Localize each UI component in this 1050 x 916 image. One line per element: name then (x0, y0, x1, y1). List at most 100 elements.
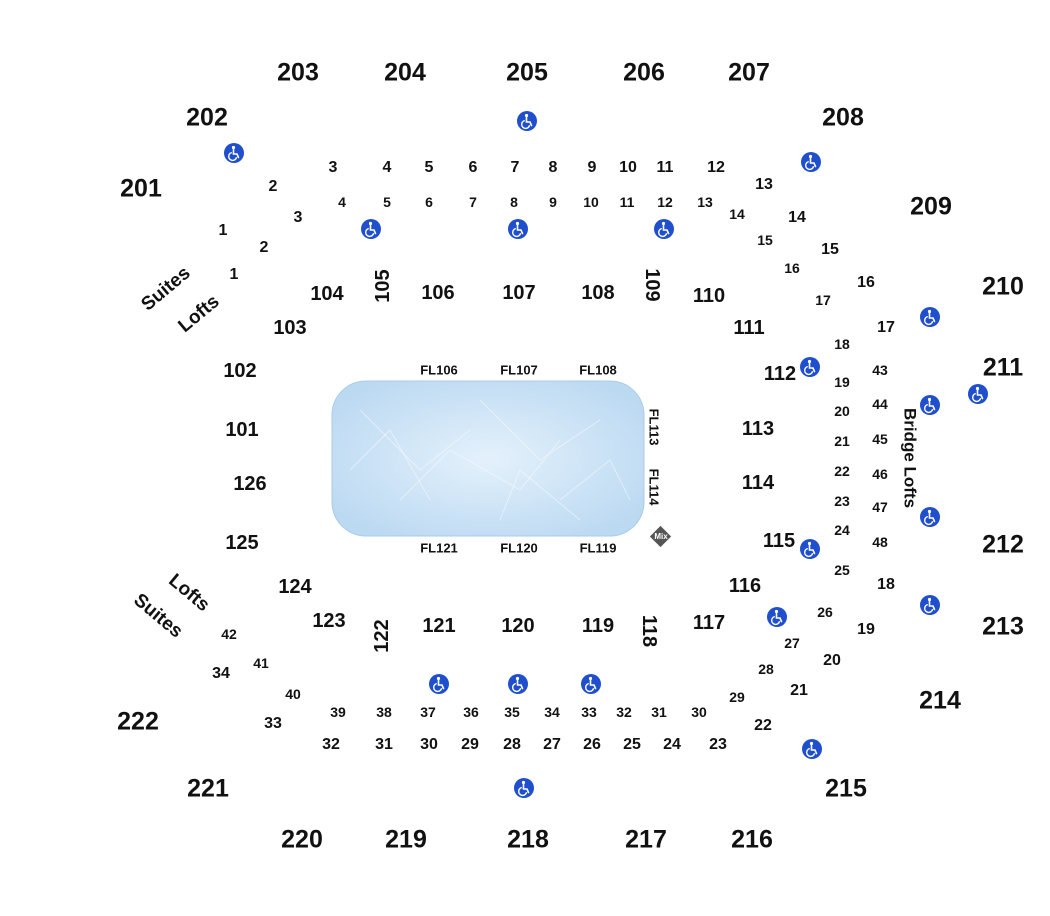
wheelchair-icon[interactable] (361, 219, 381, 239)
loft-5[interactable]: 5 (383, 194, 391, 210)
floor-section-fl108[interactable]: FL108 (579, 362, 617, 378)
suite-3[interactable]: 3 (328, 159, 338, 176)
section-113[interactable]: 113 (741, 418, 775, 440)
section-106[interactable]: 106 (421, 282, 455, 304)
section-211[interactable]: 211 (982, 353, 1024, 382)
loft-6[interactable]: 6 (425, 194, 433, 210)
section-107[interactable]: 107 (502, 282, 536, 304)
loft-27[interactable]: 27 (784, 635, 800, 651)
suite-4[interactable]: 4 (382, 159, 392, 176)
loft-44[interactable]: 44 (872, 396, 888, 412)
wheelchair-icon[interactable] (514, 778, 534, 798)
section-124[interactable]: 124 (278, 576, 312, 598)
loft-2[interactable]: 2 (259, 239, 269, 256)
suite-29[interactable]: 29 (461, 736, 479, 753)
suite-37[interactable]: 37 (420, 704, 436, 720)
suite-2[interactable]: 2 (268, 178, 278, 195)
loft-33[interactable]: 33 (581, 704, 597, 720)
section-110[interactable]: 110 (692, 285, 726, 307)
loft-17[interactable]: 17 (815, 292, 831, 308)
suite-10[interactable]: 10 (619, 159, 637, 176)
suite-38[interactable]: 38 (376, 704, 392, 720)
suite-9[interactable]: 9 (587, 159, 597, 176)
wheelchair-icon[interactable] (508, 219, 528, 239)
loft-21[interactable]: 21 (834, 433, 850, 449)
loft-48[interactable]: 48 (872, 534, 888, 550)
section-219[interactable]: 219 (385, 825, 427, 854)
floor-section-fl120[interactable]: FL120 (500, 540, 538, 556)
section-210[interactable]: 210 (982, 272, 1024, 301)
suite-42[interactable]: 42 (221, 626, 237, 642)
suite-16[interactable]: 16 (857, 274, 875, 291)
loft-45[interactable]: 45 (872, 431, 888, 447)
wheelchair-icon[interactable] (800, 539, 820, 559)
suite-13[interactable]: 13 (755, 176, 773, 193)
section-217[interactable]: 217 (625, 825, 667, 854)
loft-9[interactable]: 9 (549, 194, 557, 210)
section-125[interactable]: 125 (225, 532, 259, 554)
loft-8[interactable]: 8 (510, 194, 518, 210)
section-204[interactable]: 204 (384, 58, 426, 87)
suite-27[interactable]: 27 (543, 736, 561, 753)
section-118[interactable]: 118 (638, 614, 660, 648)
suite-35[interactable]: 35 (504, 704, 520, 720)
section-216[interactable]: 216 (731, 825, 773, 854)
loft-29[interactable]: 29 (729, 689, 745, 705)
loft-46[interactable]: 46 (872, 466, 888, 482)
wheelchair-icon[interactable] (920, 595, 940, 615)
suite-25[interactable]: 25 (623, 736, 641, 753)
floor-section-fl119[interactable]: FL119 (579, 540, 617, 556)
suite-34[interactable]: 34 (212, 665, 230, 682)
section-122[interactable]: 122 (371, 619, 393, 653)
section-111[interactable]: 111 (733, 317, 765, 339)
suite-11[interactable]: 11 (656, 159, 674, 176)
section-109[interactable]: 109 (641, 268, 663, 302)
floor-section-fl121[interactable]: FL121 (420, 540, 458, 556)
suite-14[interactable]: 14 (788, 209, 806, 226)
wheelchair-icon[interactable] (800, 357, 820, 377)
loft-32[interactable]: 32 (616, 704, 632, 720)
loft-3[interactable]: 3 (293, 209, 303, 226)
wheelchair-icon[interactable] (767, 607, 787, 627)
suite-1[interactable]: 1 (218, 222, 228, 239)
wheelchair-icon[interactable] (920, 395, 940, 415)
loft-34[interactable]: 34 (544, 704, 560, 720)
section-105[interactable]: 105 (372, 269, 394, 303)
section-202[interactable]: 202 (186, 103, 228, 132)
wheelchair-icon[interactable] (801, 152, 821, 172)
wheelchair-icon[interactable] (581, 674, 601, 694)
loft-4[interactable]: 4 (338, 194, 346, 210)
suite-20[interactable]: 20 (823, 652, 841, 669)
wheelchair-icon[interactable] (654, 219, 674, 239)
wheelchair-icon[interactable] (429, 674, 449, 694)
suite-24[interactable]: 24 (663, 736, 681, 753)
suite-19[interactable]: 19 (857, 621, 875, 638)
loft-16[interactable]: 16 (784, 260, 800, 276)
loft-11[interactable]: 11 (619, 194, 635, 210)
section-108[interactable]: 108 (581, 282, 615, 304)
section-116[interactable]: 116 (728, 575, 762, 597)
suite-28[interactable]: 28 (503, 736, 521, 753)
loft-19[interactable]: 19 (834, 374, 850, 390)
floor-section-fl114[interactable]: FL114 (646, 468, 662, 506)
loft-23[interactable]: 23 (834, 493, 850, 509)
wheelchair-icon[interactable] (968, 384, 988, 404)
section-114[interactable]: 114 (741, 472, 775, 494)
suite-18[interactable]: 18 (877, 576, 895, 593)
floor-section-fl113[interactable]: FL113 (646, 408, 662, 446)
section-208[interactable]: 208 (822, 103, 864, 132)
section-117[interactable]: 117 (692, 612, 726, 634)
floor-section-fl107[interactable]: FL107 (500, 362, 538, 378)
section-102[interactable]: 102 (223, 360, 257, 382)
section-207[interactable]: 207 (728, 58, 770, 87)
suite-21[interactable]: 21 (790, 682, 808, 699)
suite-33[interactable]: 33 (264, 715, 282, 732)
section-221[interactable]: 221 (187, 774, 229, 803)
section-103[interactable]: 103 (273, 317, 307, 339)
loft-30[interactable]: 30 (691, 704, 707, 720)
section-214[interactable]: 214 (919, 686, 961, 715)
suite-5[interactable]: 5 (424, 159, 434, 176)
suite-6[interactable]: 6 (468, 159, 478, 176)
loft-47[interactable]: 47 (872, 499, 888, 515)
suite-7[interactable]: 7 (510, 159, 520, 176)
